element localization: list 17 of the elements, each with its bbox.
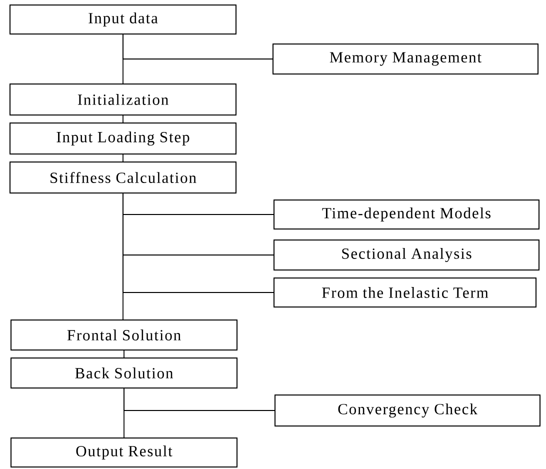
connector-line: [122, 115, 124, 123]
process-box: Time-dependent Models: [274, 200, 540, 230]
process-box: Sectional Analysis: [274, 240, 540, 270]
connector-line: [122, 34, 273, 60]
process-box: Back Solution: [10, 358, 238, 388]
process-box: Convergency Check: [274, 394, 540, 426]
connector-line: [124, 388, 275, 411]
process-box: Initialization: [10, 84, 236, 116]
process-box: Input data: [10, 4, 236, 34]
process-box: From the Inelastic Term: [274, 278, 536, 308]
process-box: Output Result: [10, 438, 238, 468]
process-box: Input Loading Step: [10, 122, 236, 154]
process-box: Frontal Solution: [10, 320, 238, 350]
process-box: Stiffness Calculation: [10, 162, 236, 194]
connector-line: [122, 193, 274, 293]
process-box: Memory Management: [272, 44, 538, 74]
connector-line: [122, 154, 124, 162]
